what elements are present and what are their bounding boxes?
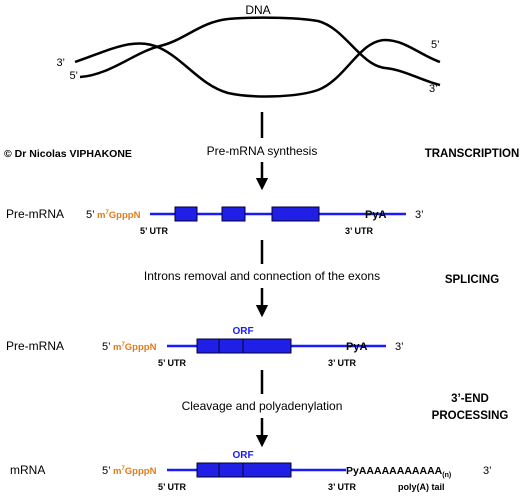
five-prime-end: 5’ [102, 465, 111, 477]
pya-signal: PyA [365, 209, 386, 221]
exon-box [196, 462, 220, 478]
molecule-mrna: mRNA 5’ m7GpppN ORF PyAAAAAAAAAAA(n) 3’ … [10, 450, 492, 492]
dna-right-bottom-end: 3’ [429, 83, 438, 95]
exon-box [218, 462, 244, 478]
step-stage-label: 3’-END [451, 393, 489, 405]
three-prime-end: 3’ [395, 341, 404, 353]
step-stage-label-line2: PROCESSING [432, 410, 509, 422]
utr3-label: 3’ UTR [328, 482, 357, 492]
dna-double-helix: DNA 3’ 5’ 5’ 3’ [56, 3, 441, 98]
utr3-label: 3’ UTR [328, 358, 357, 368]
utr3-label: 3’ UTR [345, 226, 374, 236]
utr5-label: 5’ UTR [140, 226, 169, 236]
dna-left-top-end: 3’ [56, 57, 65, 69]
step-3-end-processing: Cleavage and polyadenylation 3’-END PROC… [182, 370, 509, 448]
cap-structure: m7GpppN [97, 210, 141, 221]
five-prime-end: 5’ [86, 209, 95, 221]
five-prime-end: 5’ [102, 341, 111, 353]
utr5-label: 5’ UTR [158, 358, 187, 368]
molecule-pre-mrna-1: Pre-mRNA 5’ m7GpppN PyA 3’ 5’ UTR 3’ UTR [6, 206, 424, 236]
step-action-text: Introns removal and connection of the ex… [144, 269, 380, 283]
cap-structure: m7GpppN [113, 342, 157, 353]
step-stage-label: SPLICING [445, 274, 499, 286]
pya-signal: PyA [346, 341, 367, 353]
orf-label: ORF [232, 326, 253, 337]
dna-left-bottom-end: 5’ [69, 70, 78, 82]
three-prime-end: 3’ [483, 465, 492, 477]
exon-box [242, 462, 292, 478]
step-transcription: Pre-mRNA synthesis TRANSCRIPTION [207, 112, 520, 191]
exon-box [218, 338, 244, 354]
exon-box [174, 206, 198, 222]
step-action-text: Cleavage and polyadenylation [182, 399, 343, 413]
exon-box [196, 338, 220, 354]
cap-structure: m7GpppN [113, 466, 157, 477]
exon-box [242, 338, 292, 354]
polya-tail-label: poly(A) tail [398, 482, 445, 492]
step-splicing: Introns removal and connection of the ex… [144, 240, 499, 318]
copyright-text: © Dr Nicolas VIPHAKONE [4, 148, 132, 160]
molecule-label: Pre-mRNA [6, 207, 64, 221]
polya-tail-sequence: PyAAAAAAAAAAA(n) [346, 465, 451, 479]
molecule-label: mRNA [10, 463, 45, 477]
utr5-label: 5’ UTR [158, 482, 187, 492]
three-prime-end: 3’ [415, 209, 424, 221]
molecule-pre-mrna-2: Pre-mRNA 5’ m7GpppN ORF PyA 3’ 5’ UTR 3’… [6, 326, 404, 368]
exon-box [271, 206, 320, 222]
orf-label: ORF [232, 450, 253, 461]
step-stage-label: TRANSCRIPTION [425, 148, 520, 160]
step-action-text: Pre-mRNA synthesis [207, 144, 318, 158]
dna-label: DNA [245, 3, 270, 17]
molecule-label: Pre-mRNA [6, 339, 64, 353]
dna-strand-1 [74, 38, 441, 98]
dna-strand-2 [79, 16, 441, 87]
exon-box [221, 206, 246, 222]
dna-right-top-end: 5’ [431, 39, 440, 51]
